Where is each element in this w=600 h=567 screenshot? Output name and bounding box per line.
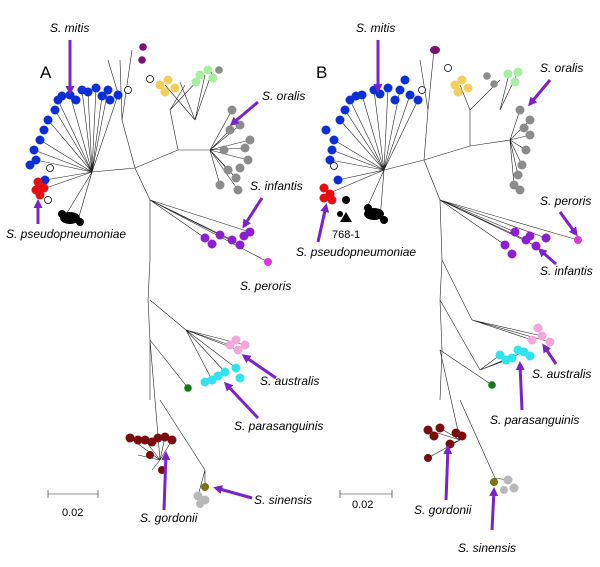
panel-b-label: B: [316, 63, 327, 82]
panel-a-label-sinensis: S. sinensis: [254, 493, 312, 507]
panel-a: A: [6, 21, 323, 525]
panel-b-scale-bar: [339, 490, 393, 498]
panel-a-mitis-cluster: [25, 83, 123, 195]
panel-a-sinensis-cluster: [193, 491, 210, 508]
panel-b-oralis-yellow: [450, 75, 473, 97]
panel-b-sinensis-cluster: [500, 475, 519, 494]
panel-b-strain-label: 768-1: [332, 229, 360, 241]
panel-a-label-australis: S. australis: [260, 374, 319, 388]
panel-b-mitis-cluster: [321, 75, 423, 185]
panel-a-black-cluster: [58, 210, 84, 226]
panel-b-arrow-gordonii: [443, 445, 453, 501]
panel-a-arrow-infantis: [242, 197, 264, 229]
panel-b-scale-label: 0.02: [352, 499, 373, 511]
panel-b-label-sinensis: S. sinensis: [458, 541, 516, 555]
panel-a-arrow-parasanguinis: [223, 381, 260, 420]
panel-b-parasanguinis-cluster: [495, 345, 535, 365]
panel-a-label-mitis: S. mitis: [50, 21, 89, 35]
panel-b-gordonii-cluster: [423, 423, 467, 462]
panel-a-oralis-cluster: [215, 105, 255, 195]
panel-a-parasanguinis-cluster: [200, 363, 245, 387]
panel-a-arrow-oralis: [229, 100, 259, 126]
panel-a-label-oralis: S. oralis: [262, 89, 305, 103]
panel-a-gordonii-cluster: [125, 432, 177, 474]
panel-a-scale-bar: [47, 490, 99, 498]
panel-b-label-gordonii: S. gordonii: [414, 503, 472, 517]
panel-b-arrow-parasanguinis: [515, 361, 525, 411]
panel-b-768-1-marker: [340, 212, 352, 222]
panel-b-arrow-pseudopneumoniae: [316, 203, 330, 243]
panel-b-oralis-cluster: [509, 105, 535, 195]
panel-b-arrow-australis: [542, 343, 558, 365]
panel-b-arrow-infantis: [537, 248, 557, 266]
panel-b-arrow-peroris: [558, 211, 578, 237]
panel-a-infantis-cluster: [200, 227, 255, 250]
panel-b-australis-cluster: [527, 323, 555, 347]
panel-b-label-parasanguinis: S. parasanguinis: [490, 413, 579, 427]
panel-b-oralis-green: [503, 67, 523, 87]
panel-a-arrow-sinensis: [213, 485, 253, 500]
panel-a-australis-cluster: [225, 335, 250, 355]
panel-a-oralis-green: [191, 65, 218, 87]
panel-b-label-peroris: S. peroris: [540, 194, 591, 208]
panel-a-label-parasanguinis: S. parasanguinis: [234, 419, 323, 433]
panel-b-label-infantis: S. infantis: [540, 264, 593, 278]
panel-b-label-pseudopneumoniae: S. pseudopneumoniae: [296, 245, 416, 259]
panel-b-label-mitis: S. mitis: [356, 21, 395, 35]
panel-b-branches: [329, 49, 579, 483]
panel-b: B: [296, 21, 593, 555]
panel-b-arrow-oralis: [528, 79, 552, 107]
panel-a-pseudopneumoniae-cluster: [31, 177, 49, 200]
panel-a-scale-label: 0.02: [62, 507, 83, 519]
panel-a-oralis-yellow: [155, 75, 180, 97]
panel-a-label-pseudopneumoniae: S. pseudopneumoniae: [6, 227, 126, 241]
panel-b-pseudopneumoniae-cluster: [319, 183, 337, 205]
panel-a-arrow-gordonii: [161, 451, 171, 511]
panel-b-label-australis: S. australis: [532, 367, 591, 381]
panel-b-black-cluster: [337, 196, 388, 224]
panel-b-arrow-sinensis: [489, 487, 499, 531]
panel-a-label-gordonii: S. gordonii: [140, 511, 198, 525]
panel-a-label: A: [40, 63, 52, 82]
panel-a-label-peroris: S. peroris: [240, 279, 291, 293]
panel-a-arrow-australis: [241, 354, 277, 380]
panel-b-infantis-cluster: [500, 227, 551, 259]
panel-b-label-oralis: S. oralis: [540, 61, 583, 75]
panel-a-label-infantis: S. infantis: [250, 179, 303, 193]
panel-a-branches: [33, 49, 269, 497]
